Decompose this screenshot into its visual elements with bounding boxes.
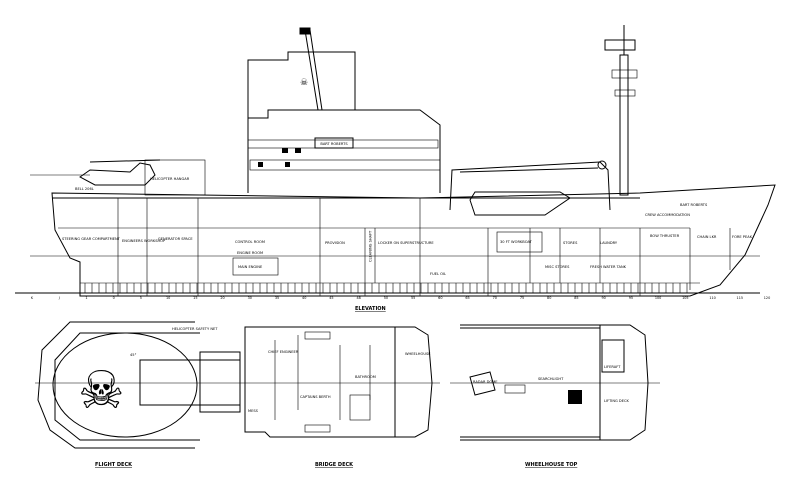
- name-board: [314, 137, 354, 149]
- wheelhouse-label: WHEELHOUSE: [405, 352, 431, 356]
- frame-number: 85: [574, 296, 578, 300]
- label-main-engine: MAIN ENGINE: [238, 265, 263, 269]
- label-fuel: FUEL OIL: [430, 272, 446, 276]
- elevation-view: BART ROBERTS ☠ BELL 206L: [15, 25, 776, 312]
- frame-number: 65: [465, 296, 469, 300]
- label-control: CONTROL ROOM: [235, 240, 265, 244]
- double-bottom-frames: [84, 283, 688, 293]
- label-cleaning-shaft: CLEANING SHAFT: [369, 230, 373, 262]
- radar-label: RADAR DOME: [473, 380, 498, 384]
- label-workboat: 30 FT WORKBOAT: [500, 240, 533, 244]
- frame-number: 1: [85, 296, 87, 300]
- frame-number: 100: [655, 296, 661, 300]
- compartment-labels: HELICOPTER HANGAR STEERING GEAR COMPARTM…: [62, 177, 753, 276]
- label-misc: MISC STORES: [545, 265, 570, 269]
- chief-label: CHIEF ENGINEER: [268, 350, 299, 354]
- crane: [449, 160, 611, 211]
- frame-number: 48: [357, 296, 361, 300]
- label-steering: STEERING GEAR COMPARTMENT: [62, 237, 121, 241]
- superstructure: [247, 109, 441, 193]
- frame-number: 115: [737, 296, 743, 300]
- aft-mast: [299, 27, 323, 111]
- hangar: [144, 159, 206, 196]
- label-provision: PROVISION: [325, 241, 345, 245]
- label-workshop: ENGINEERS WORKSHOP: [122, 239, 166, 243]
- frame-number: 15: [193, 296, 197, 300]
- label-crew: CREW ACCOMMODATION: [645, 213, 690, 217]
- bow-name-label: BART ROBERTS: [680, 203, 708, 207]
- hull-outline: [51, 184, 776, 297]
- label-locker: LOCKER ON SUPERSTRUCTURE: [378, 241, 434, 245]
- label-hangar: HELICOPTER HANGAR: [150, 177, 190, 181]
- wheelhouse-top-title: WHEELHOUSE TOP: [525, 462, 578, 468]
- wheelhouse-top-plan: RADAR DOME SEARCHLIGHT LIFERAFT LIFTING …: [450, 324, 660, 468]
- flight-deck-title: FLIGHT DECK: [95, 462, 133, 468]
- bridge-deck-title: BRIDGE DECK: [315, 462, 354, 468]
- windows: [258, 148, 301, 167]
- frame-number: 45: [329, 296, 333, 300]
- safety-net-label: HELICOPTER SAFETY NET: [172, 327, 218, 331]
- frame-number: 60: [438, 296, 442, 300]
- lifting-deck-label: LIFTING DECK: [604, 399, 629, 403]
- elevation-title: ELEVATION: [355, 306, 386, 312]
- label-laundry: LAUNDRY: [600, 241, 618, 245]
- searchlight-label: SEARCHLIGHT: [538, 377, 564, 381]
- frame-number: 70: [493, 296, 497, 300]
- label-engine-room: ENGINE ROOM: [237, 251, 263, 255]
- captain-label: CAPTAINS BERTH: [300, 395, 331, 399]
- label-fresh-water: FRESH WATER TANK: [590, 265, 627, 269]
- angle-label: 45°: [130, 353, 137, 357]
- bulkheads: [117, 198, 731, 296]
- safety-net: [37, 321, 195, 449]
- frame-number: 20: [220, 296, 224, 300]
- frame-number: 105: [682, 296, 688, 300]
- liferaft-label: LIFERAFT: [604, 365, 621, 369]
- foremast: [604, 25, 638, 196]
- name-board-text: BART ROBERTS: [320, 142, 348, 146]
- label-fore-peak: FORE PEAK: [732, 235, 753, 239]
- frame-number: 50: [384, 296, 388, 300]
- frame-number: 35: [275, 296, 279, 300]
- label-stores: STORES: [563, 241, 578, 245]
- label-chain: CHAIN LKR: [697, 235, 717, 239]
- frame-number: 10: [166, 296, 170, 300]
- label-bow-thruster: BOW THRUSTER: [650, 234, 680, 238]
- helicopter-label: BELL 206L: [75, 187, 94, 191]
- frame-number: 120: [764, 296, 770, 300]
- mess-label: MESS: [248, 409, 259, 413]
- frame-number: 55: [411, 296, 415, 300]
- frame-number: 30: [248, 296, 252, 300]
- wheelhouse-upper: [247, 51, 356, 118]
- label-generator: GENERATOR SPACE: [158, 237, 193, 241]
- frame-number: 75: [520, 296, 524, 300]
- helicopter: BELL 206L: [30, 159, 161, 191]
- skull-crossbones-icon: ☠: [78, 363, 125, 420]
- bathroom-label: BATHROOM: [355, 375, 376, 379]
- frame-number: K: [31, 296, 34, 300]
- frame-number: 0: [113, 296, 115, 300]
- frame-number: J: [58, 296, 60, 300]
- frame-number: 110: [709, 296, 715, 300]
- frame-number: 40: [302, 296, 306, 300]
- frame-number: 80: [547, 296, 551, 300]
- workboat: [469, 191, 571, 216]
- frame-number: 95: [629, 296, 633, 300]
- skull-crossbones-icon: ☠: [300, 77, 308, 87]
- bridge-deck-plan: WHEELHOUSE CHIEF ENGINEER CAPTAINS BERTH…: [240, 326, 440, 468]
- frame-number: 90: [602, 296, 606, 300]
- flight-deck-plan: ☠ HELICOPTER SAFETY NET 45° FLIGHT DECK: [35, 321, 241, 468]
- frame-number: 5: [140, 296, 142, 300]
